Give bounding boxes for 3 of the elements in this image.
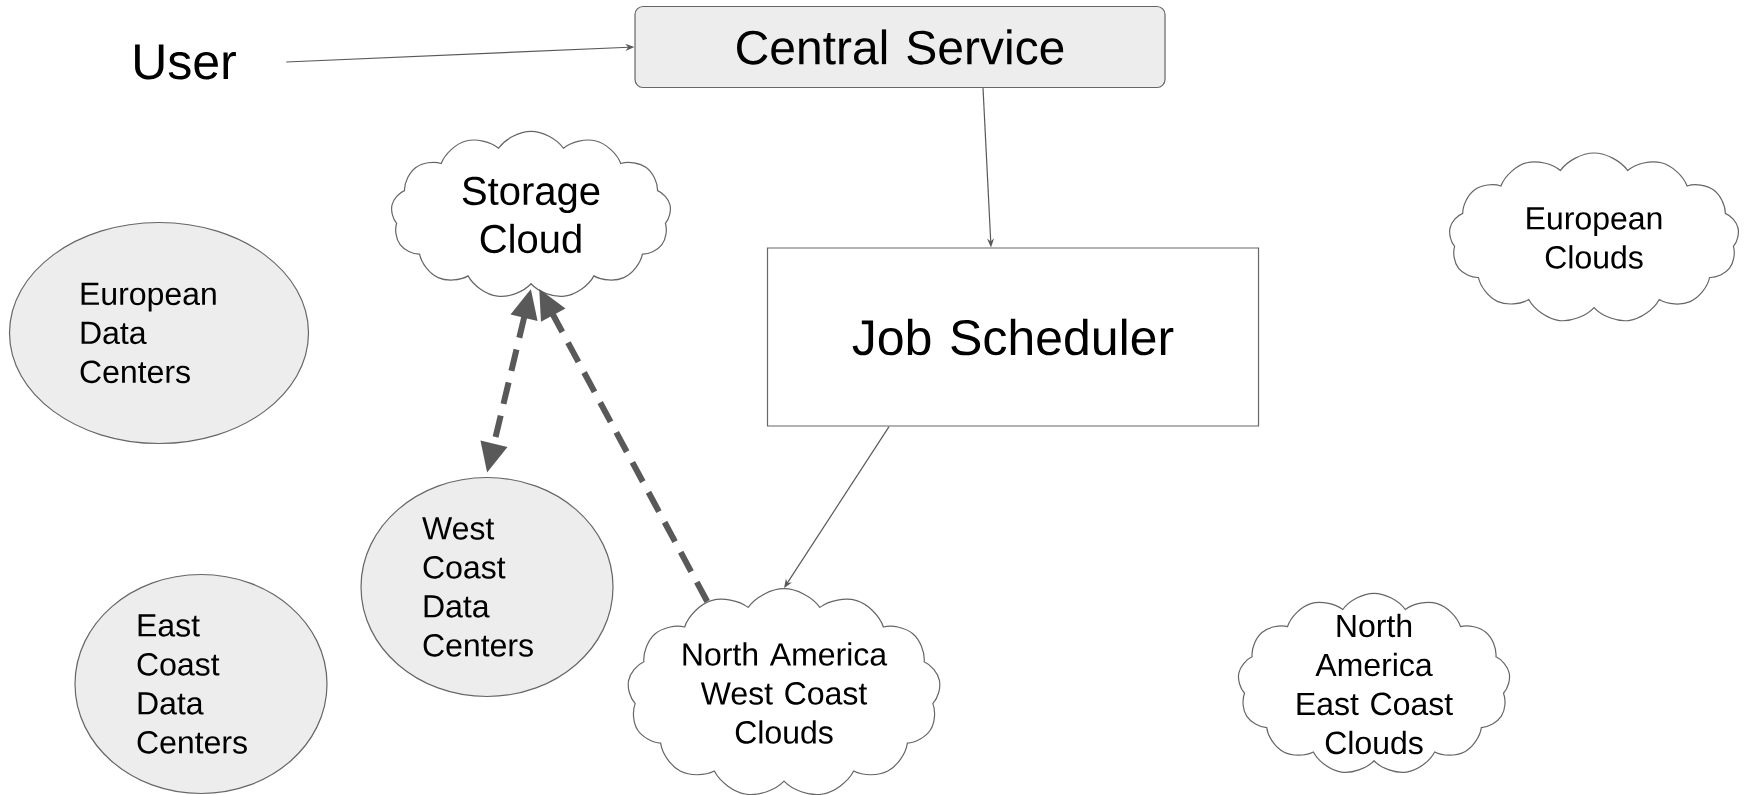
process-box: Job Scheduler [766,247,1260,427]
service-box: Central Service [634,5,1166,89]
node-label: User [135,44,236,80]
